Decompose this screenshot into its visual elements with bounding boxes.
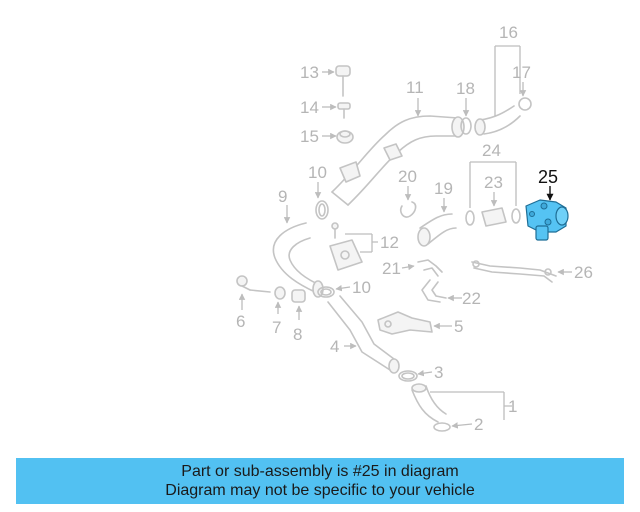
part-24-clamp-right[interactable] [511, 208, 521, 224]
part-25-thermostat-housing[interactable] [525, 199, 569, 241]
part-7-washer[interactable] [274, 286, 286, 300]
leader-2 [451, 422, 473, 429]
leader-21 [401, 263, 415, 271]
part-16-hose[interactable] [474, 105, 521, 136]
part-13-bolt[interactable] [335, 65, 351, 97]
label-17: 17 [512, 63, 531, 82]
part-3-clamp[interactable] [398, 370, 418, 382]
label-7: 7 [272, 318, 281, 337]
part-2-clamp[interactable] [433, 422, 451, 432]
part-21-bracket[interactable] [417, 259, 443, 277]
part-19-hose[interactable] [417, 213, 457, 247]
label-1: 1 [508, 397, 517, 416]
label-8: 8 [293, 325, 302, 344]
part-22-pipe[interactable] [421, 279, 447, 303]
part-9-hose[interactable] [272, 222, 324, 298]
label-23: 23 [484, 173, 503, 192]
part-11-bracket[interactable] [339, 143, 403, 183]
part-4-pipe[interactable] [327, 295, 400, 374]
label-5: 5 [454, 317, 463, 336]
label-9: 9 [278, 187, 287, 206]
label-18: 18 [456, 79, 475, 98]
label-12: 12 [380, 233, 399, 252]
label-10b: 10 [352, 278, 371, 297]
label-10a: 10 [308, 163, 327, 182]
leader-16 [494, 45, 521, 116]
part-24-clamp-left[interactable] [465, 210, 475, 226]
label-3: 3 [434, 363, 443, 382]
label-24: 24 [482, 141, 501, 160]
part-8-bushing[interactable] [291, 289, 306, 303]
label-16: 16 [499, 23, 518, 42]
label-19: 19 [434, 179, 453, 198]
label-26: 26 [574, 263, 593, 282]
label-2: 2 [474, 415, 483, 434]
label-11: 11 [406, 78, 424, 97]
label-14: 14 [300, 98, 319, 117]
part-23-hose[interactable] [481, 207, 507, 227]
part-14-screw[interactable] [337, 102, 351, 119]
label-20: 20 [398, 167, 417, 186]
part-1-hose[interactable] [411, 383, 447, 423]
label-15: 15 [300, 127, 319, 146]
part-15-grommet[interactable] [336, 130, 354, 144]
part-20-clip[interactable] [399, 201, 417, 218]
leader-1 [430, 391, 512, 420]
leader-24 [469, 161, 517, 208]
label-6: 6 [236, 312, 245, 331]
part-11-hose[interactable] [331, 115, 465, 206]
part-26-bracket[interactable] [471, 260, 557, 283]
part-17-ring[interactable] [518, 97, 532, 111]
part-10-clamp-lower[interactable] [317, 286, 335, 298]
label-4: 4 [330, 337, 339, 356]
leader-3 [417, 369, 433, 377]
leader-10b [335, 284, 351, 292]
part-18-clamp[interactable] [460, 117, 472, 135]
banner-line-2: Diagram may not be specific to your vehi… [165, 482, 475, 499]
banner-line-1: Part or sub-assembly is #25 in diagram [181, 463, 459, 480]
info-banner: Part or sub-assembly is #25 in diagram D… [16, 458, 624, 504]
label-13: 13 [300, 63, 319, 82]
part-12-bracket[interactable] [329, 222, 363, 271]
label-21: 21 [382, 259, 401, 278]
label-22: 22 [462, 289, 481, 308]
leader-12 [345, 233, 378, 253]
part-6-bolt[interactable] [236, 275, 271, 293]
label-25: 25 [538, 167, 558, 187]
part-10-clamp-upper[interactable] [315, 200, 329, 220]
part-5-bracket[interactable] [377, 311, 433, 335]
